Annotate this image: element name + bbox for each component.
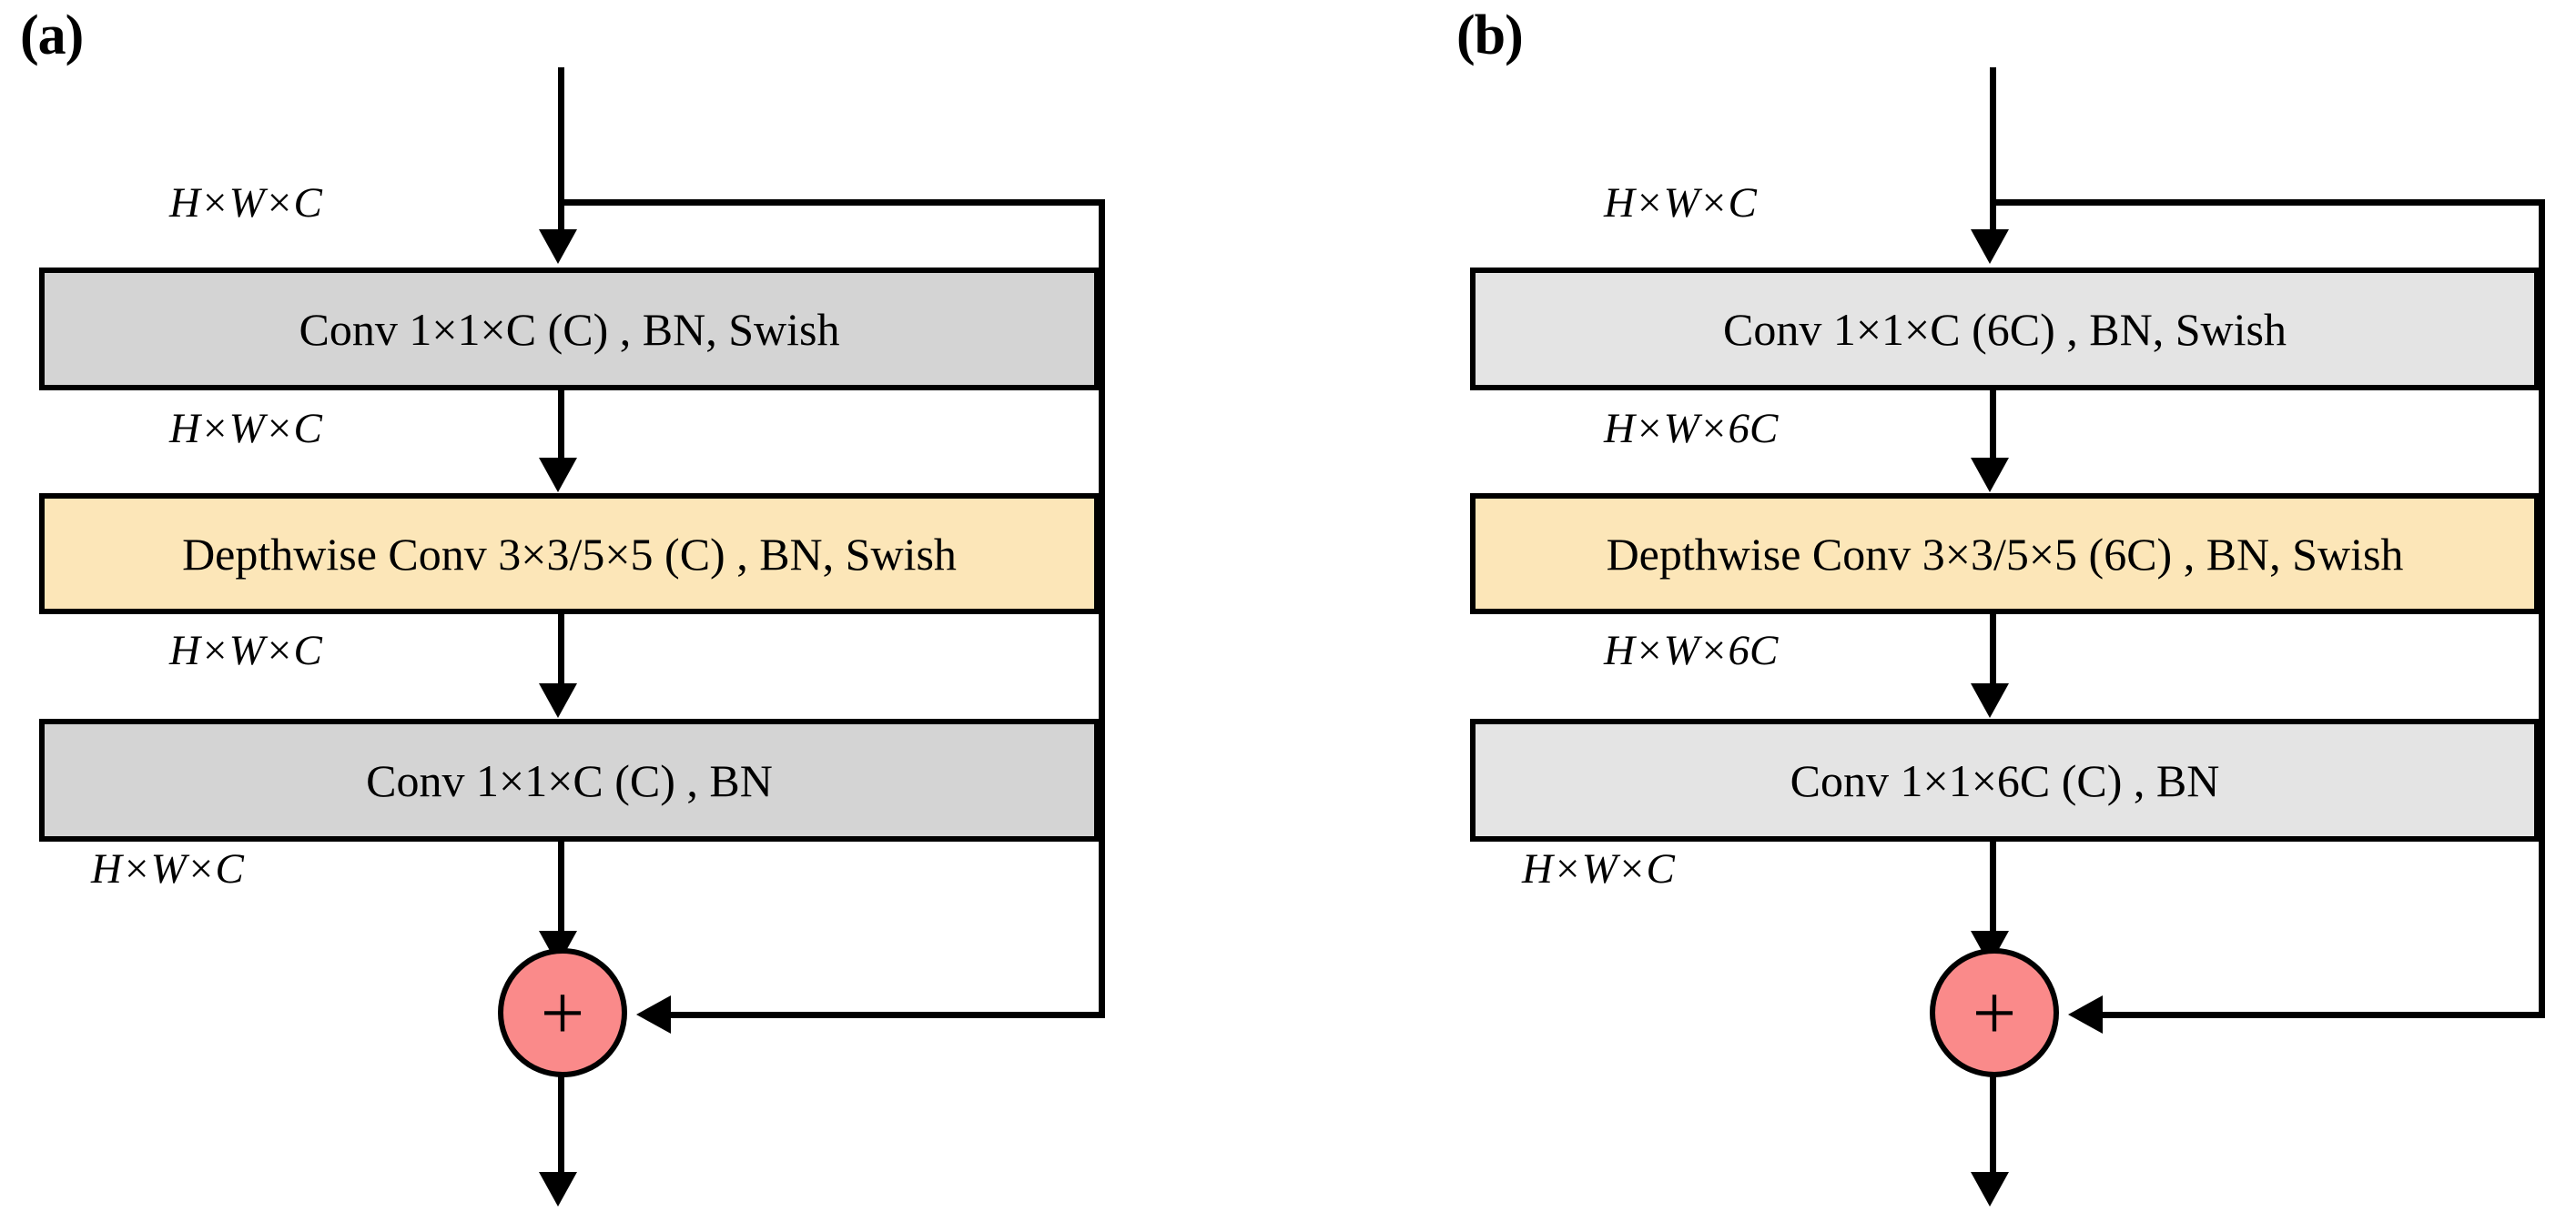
connector-arrowhead-b-1: [1971, 458, 2009, 492]
connector-line-b-1: [1990, 390, 1996, 459]
output-stem-line-a: [558, 1075, 564, 1176]
tensor-label-a-3: H×W×C: [91, 845, 244, 893]
tensor-label-a-2: H×W×C: [169, 627, 322, 674]
residual-add-node-a[interactable]: +: [498, 948, 627, 1077]
tensor-label-b-3: H×W×C: [1522, 845, 1675, 893]
block-depthwise-conv-a[interactable]: Depthwise Conv 3×3/5×5 (C) , BN, Swish: [39, 493, 1100, 614]
panel-label-b: (b): [1456, 5, 1524, 66]
input-stem-line-a: [558, 67, 564, 231]
connector-line-b-3: [1990, 842, 1996, 933]
input-arrowhead-b: [1971, 229, 2009, 264]
output-arrowhead-a: [539, 1172, 577, 1207]
tensor-label-input-a: H×W×C: [169, 179, 322, 227]
output-stem-line-b: [1990, 1075, 1996, 1176]
tensor-label-b-1: H×W×6C: [1604, 405, 1779, 452]
tensor-label-b-2: H×W×6C: [1604, 627, 1779, 674]
block-depthwise-conv-b[interactable]: Depthwise Conv 3×3/5×5 (6C) , BN, Swish: [1470, 493, 2540, 614]
connector-arrowhead-a-2: [539, 683, 577, 718]
connector-line-a-1: [558, 390, 564, 459]
skip-side-line-a: [1099, 199, 1105, 1018]
residual-add-node-b[interactable]: +: [1930, 948, 2059, 1077]
connector-line-a-3: [558, 842, 564, 933]
connector-arrowhead-a-1: [539, 458, 577, 492]
skip-top-line-b: [1990, 199, 2545, 206]
block-conv-project-a[interactable]: Conv 1×1×C (C) , BN: [39, 719, 1100, 842]
skip-arrowhead-b: [2068, 995, 2103, 1034]
tensor-label-input-b: H×W×C: [1604, 179, 1757, 227]
block-conv-expand-a[interactable]: Conv 1×1×C (C) , BN, Swish: [39, 268, 1100, 390]
block-conv-project-b[interactable]: Conv 1×1×6C (C) , BN: [1470, 719, 2540, 842]
connector-line-b-2: [1990, 614, 1996, 685]
input-arrowhead-a: [539, 229, 577, 264]
skip-side-line-b: [2539, 199, 2545, 1018]
skip-bottom-line-b: [2103, 1012, 2545, 1018]
tensor-label-a-1: H×W×C: [169, 405, 322, 452]
skip-bottom-line-a: [671, 1012, 1105, 1018]
output-arrowhead-b: [1971, 1172, 2009, 1207]
connector-line-a-2: [558, 614, 564, 685]
skip-top-line-a: [558, 199, 1105, 206]
block-conv-expand-b[interactable]: Conv 1×1×C (6C) , BN, Swish: [1470, 268, 2540, 390]
panel-label-a: (a): [20, 5, 84, 66]
input-stem-line-b: [1990, 67, 1996, 231]
connector-arrowhead-b-2: [1971, 683, 2009, 718]
skip-arrowhead-a: [636, 995, 671, 1034]
